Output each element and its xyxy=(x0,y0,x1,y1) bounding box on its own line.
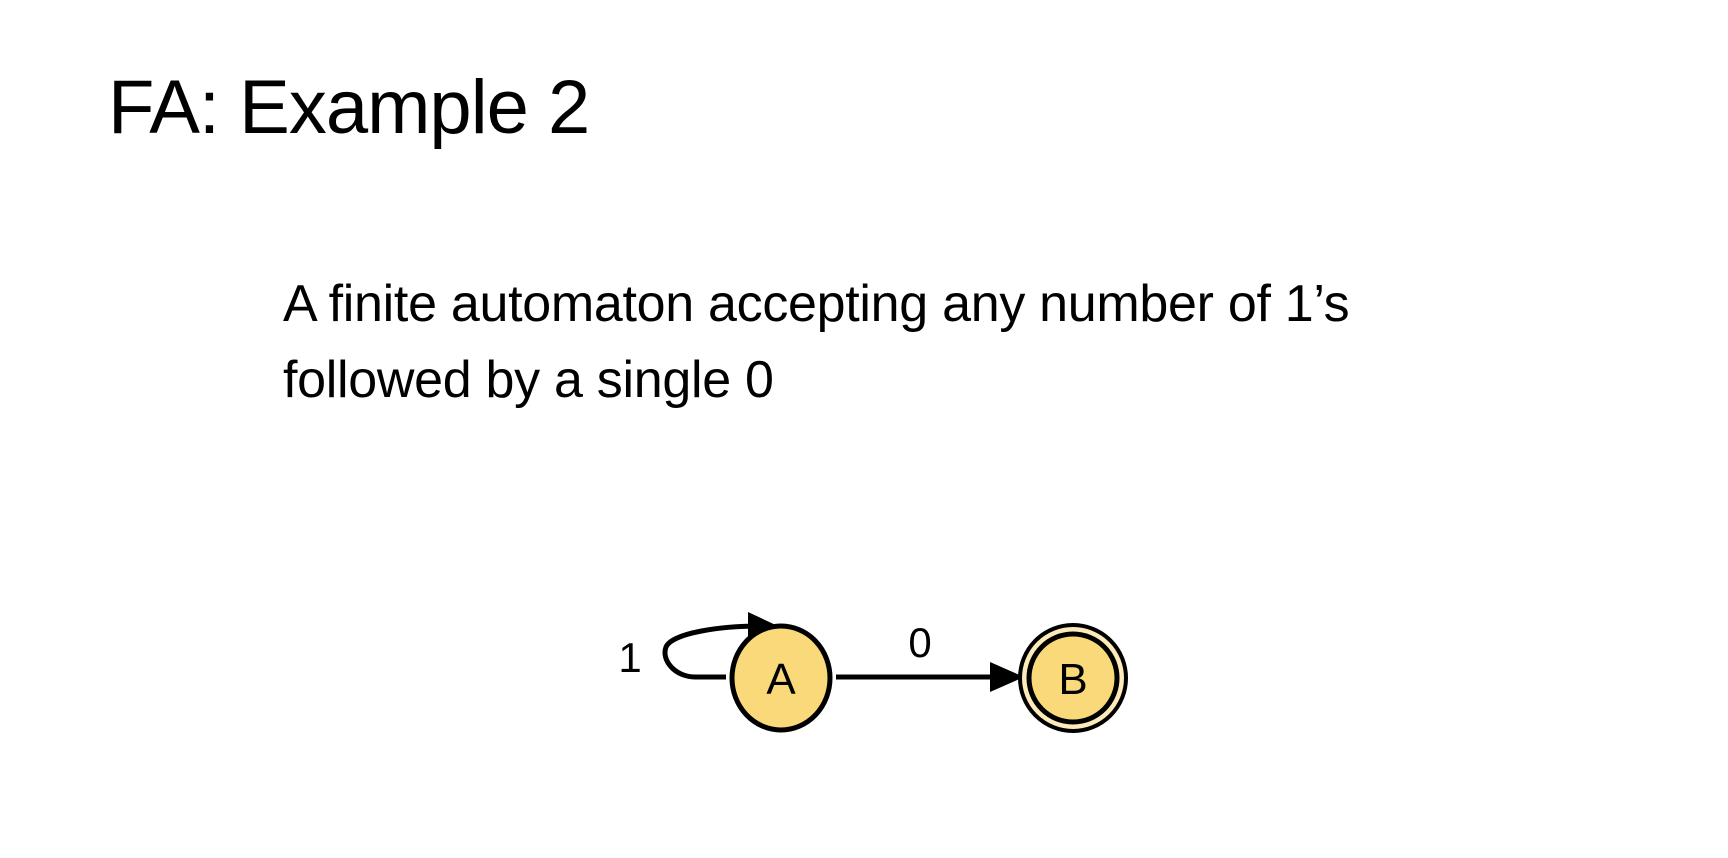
description-line-1: A finite automaton accepting any number … xyxy=(283,275,1350,333)
self-loop-label: 1 xyxy=(618,634,641,681)
state-b-outer-ring xyxy=(1018,623,1128,733)
state-a-label: A xyxy=(766,655,796,704)
state-b: B xyxy=(1018,623,1128,733)
slide-title: FA: Example 2 xyxy=(108,65,590,150)
state-a-circle xyxy=(729,623,833,733)
state-a: A xyxy=(729,623,833,733)
transition-arrowhead-a-b xyxy=(990,662,1024,692)
transition-label-a-b: 0 xyxy=(908,619,931,666)
self-loop-arrowhead xyxy=(748,612,780,640)
description-line-2: followed by a single 0 xyxy=(283,351,774,409)
state-b-inner-circle xyxy=(1026,631,1120,725)
slide-description: A finite automaton accepting any number … xyxy=(283,266,1583,418)
self-loop-edge-a xyxy=(662,623,761,680)
state-b-label: B xyxy=(1058,655,1087,704)
